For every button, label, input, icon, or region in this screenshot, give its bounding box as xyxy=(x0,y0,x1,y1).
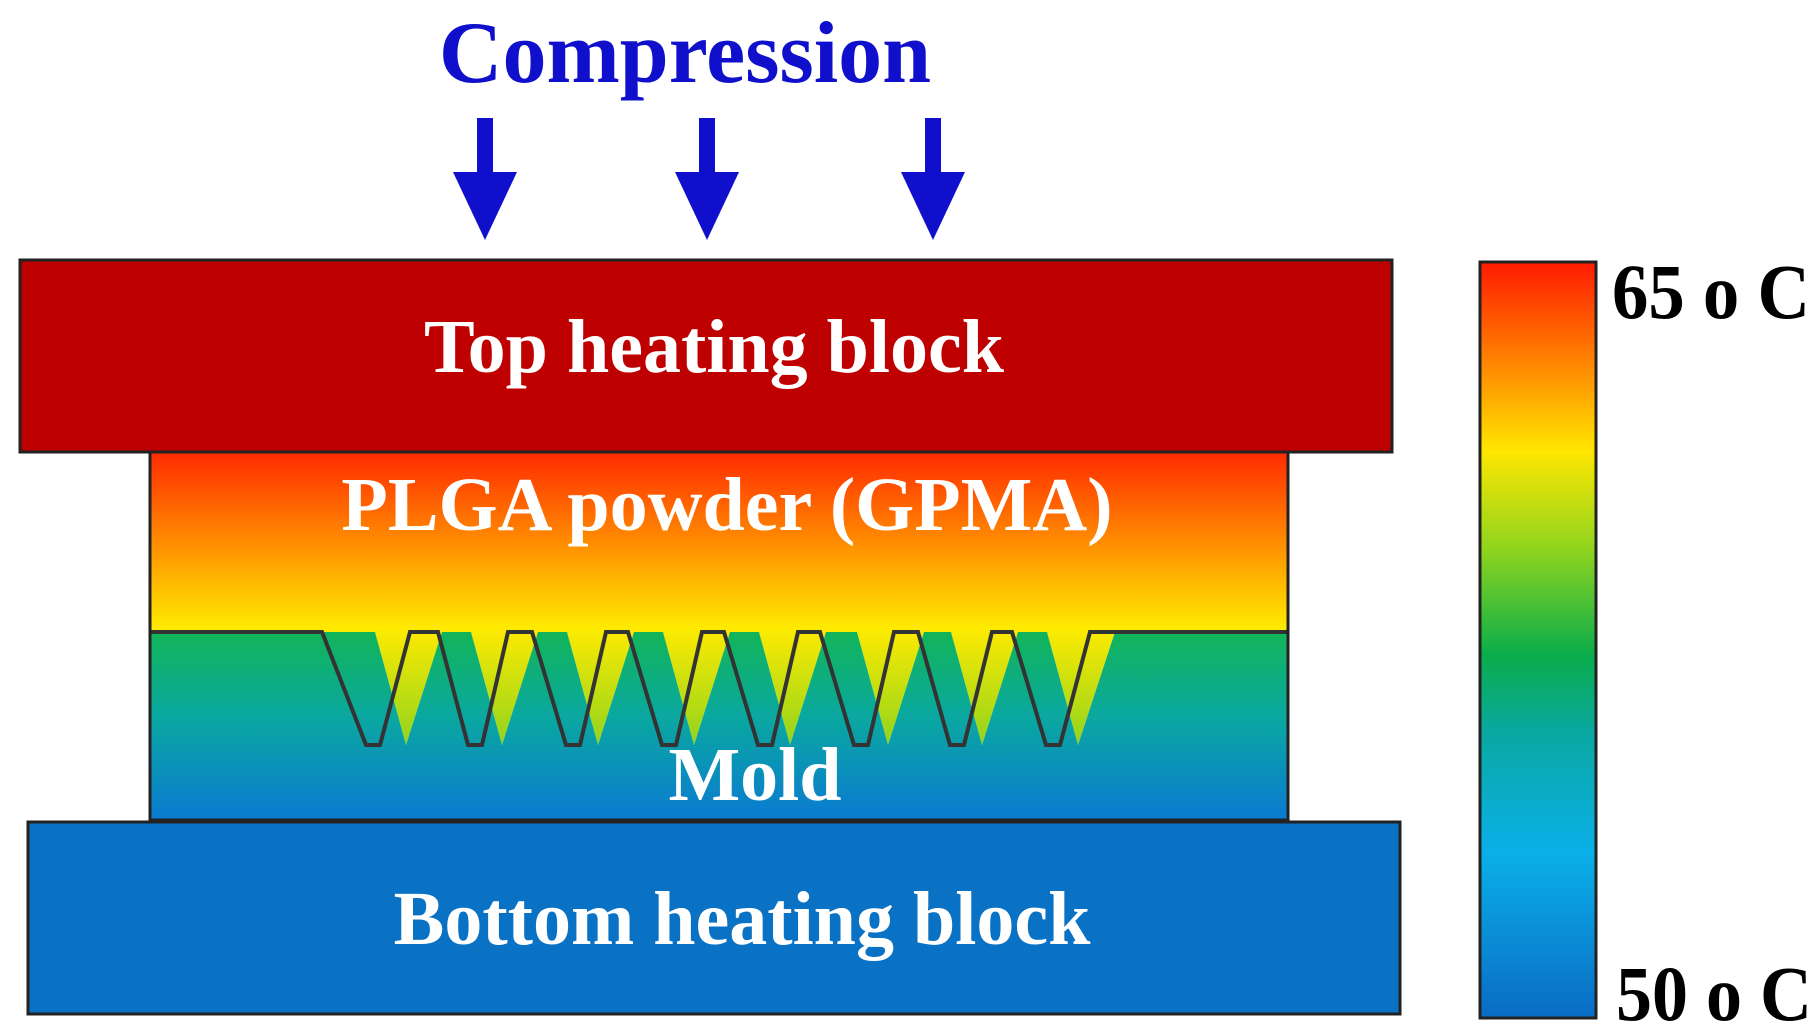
temperature-scale: 65 o C 50 o C xyxy=(1478,248,1812,1030)
down-arrow-icon xyxy=(453,118,517,240)
down-arrow-icon xyxy=(675,118,739,240)
mold-label: Mold xyxy=(668,733,841,817)
plga-powder-label: PLGA powder (GPMA) xyxy=(341,463,1112,547)
down-arrow-icon xyxy=(901,118,965,240)
mold-layer: Mold xyxy=(148,450,1290,822)
top-heating-block: Top heating block xyxy=(18,258,1394,454)
scale-max-label: 65 o C xyxy=(1612,248,1810,335)
plga-powder-layer: PLGA powder (GPMA) xyxy=(150,452,1288,745)
compression-arrows xyxy=(453,118,965,240)
bottom-heating-block: Bottom heating block xyxy=(26,820,1402,1016)
microneedle-cavities xyxy=(150,630,1288,747)
colorbar xyxy=(1478,260,1598,1020)
scale-min-label: 50 o C xyxy=(1616,950,1812,1030)
bottom-heating-block-label: Bottom heating block xyxy=(394,877,1091,961)
compression-label: Compression xyxy=(439,5,931,102)
top-heating-block-label: Top heating block xyxy=(424,305,1005,389)
